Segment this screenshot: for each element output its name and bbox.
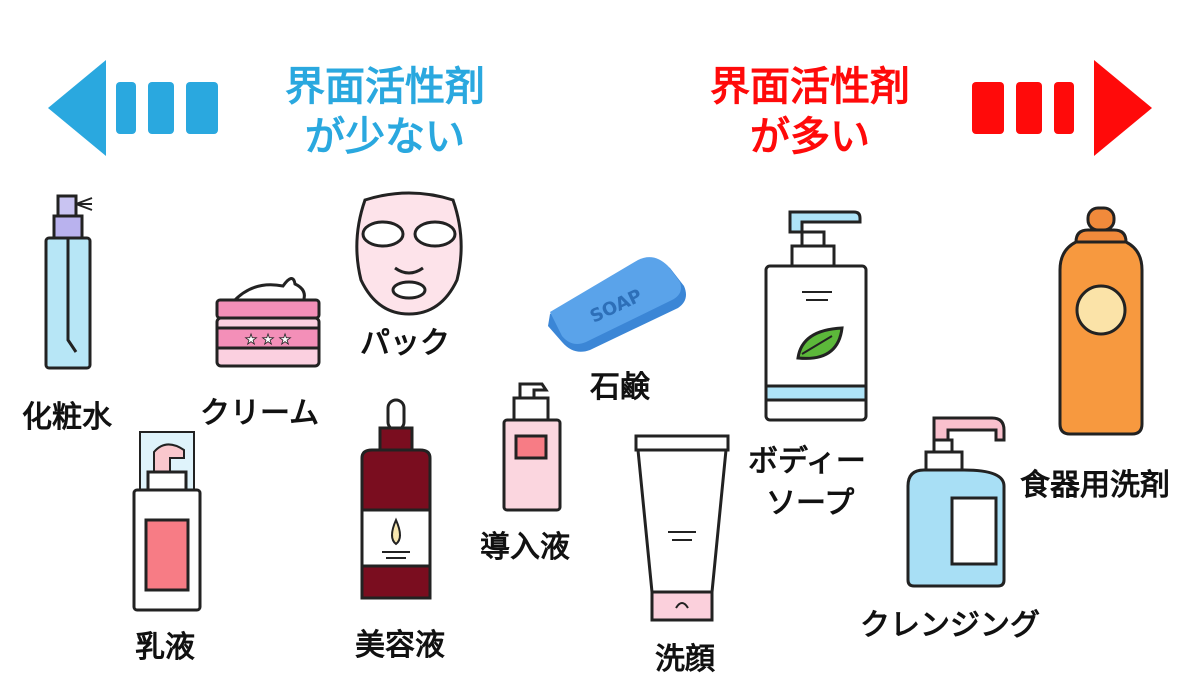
arrow-left-icon [48,60,218,156]
face-wash-tube-icon [634,434,730,622]
body-soap-label-line2: ソープ [766,486,855,521]
heading-more-surfactant: 界面活性剤 が多い [660,62,960,162]
face-mask-icon [355,191,463,316]
heading-less-line2: が少ない [305,114,465,160]
toner-bottle-icon [44,194,93,370]
heading-more-line2: が多い [750,114,870,160]
dish-detergent-bottle-icon [1058,206,1144,436]
svg-text:★ ★ ★: ★ ★ ★ [245,332,292,348]
cleansing-label: クレンジング [860,608,1040,643]
cream-label: クリーム [200,396,320,431]
face-wash-label: 洗顔 [655,642,715,677]
arrow-right-icon [972,60,1152,156]
serum-dropper-bottle-icon [360,398,432,600]
cream-jar-icon: ★ ★ ★ [215,277,321,368]
toner-label: 化粧水 [22,400,112,435]
milk-lotion-bottle-icon [132,431,202,612]
cleansing-pump-bottle-icon [906,416,1006,588]
soap-bar-icon: SOAP [548,257,686,352]
heading-less-line1: 界面活性剤 [285,64,485,110]
body-soap-label-line1: ボディー [748,444,866,479]
pack-label: パック [360,326,450,361]
booster-label: 導入液 [480,530,570,565]
dish-detergent-label: 食器用洗剤 [1020,468,1170,503]
milk-label: 乳液 [135,630,195,665]
serum-label: 美容液 [355,628,445,663]
body-soap-pump-bottle-icon [764,210,868,422]
heading-more-line1: 界面活性剤 [710,64,910,110]
booster-bottle-icon [502,382,562,512]
heading-less-surfactant: 界面活性剤 が少ない [235,62,535,162]
soap-label: 石鹸 [590,370,650,405]
